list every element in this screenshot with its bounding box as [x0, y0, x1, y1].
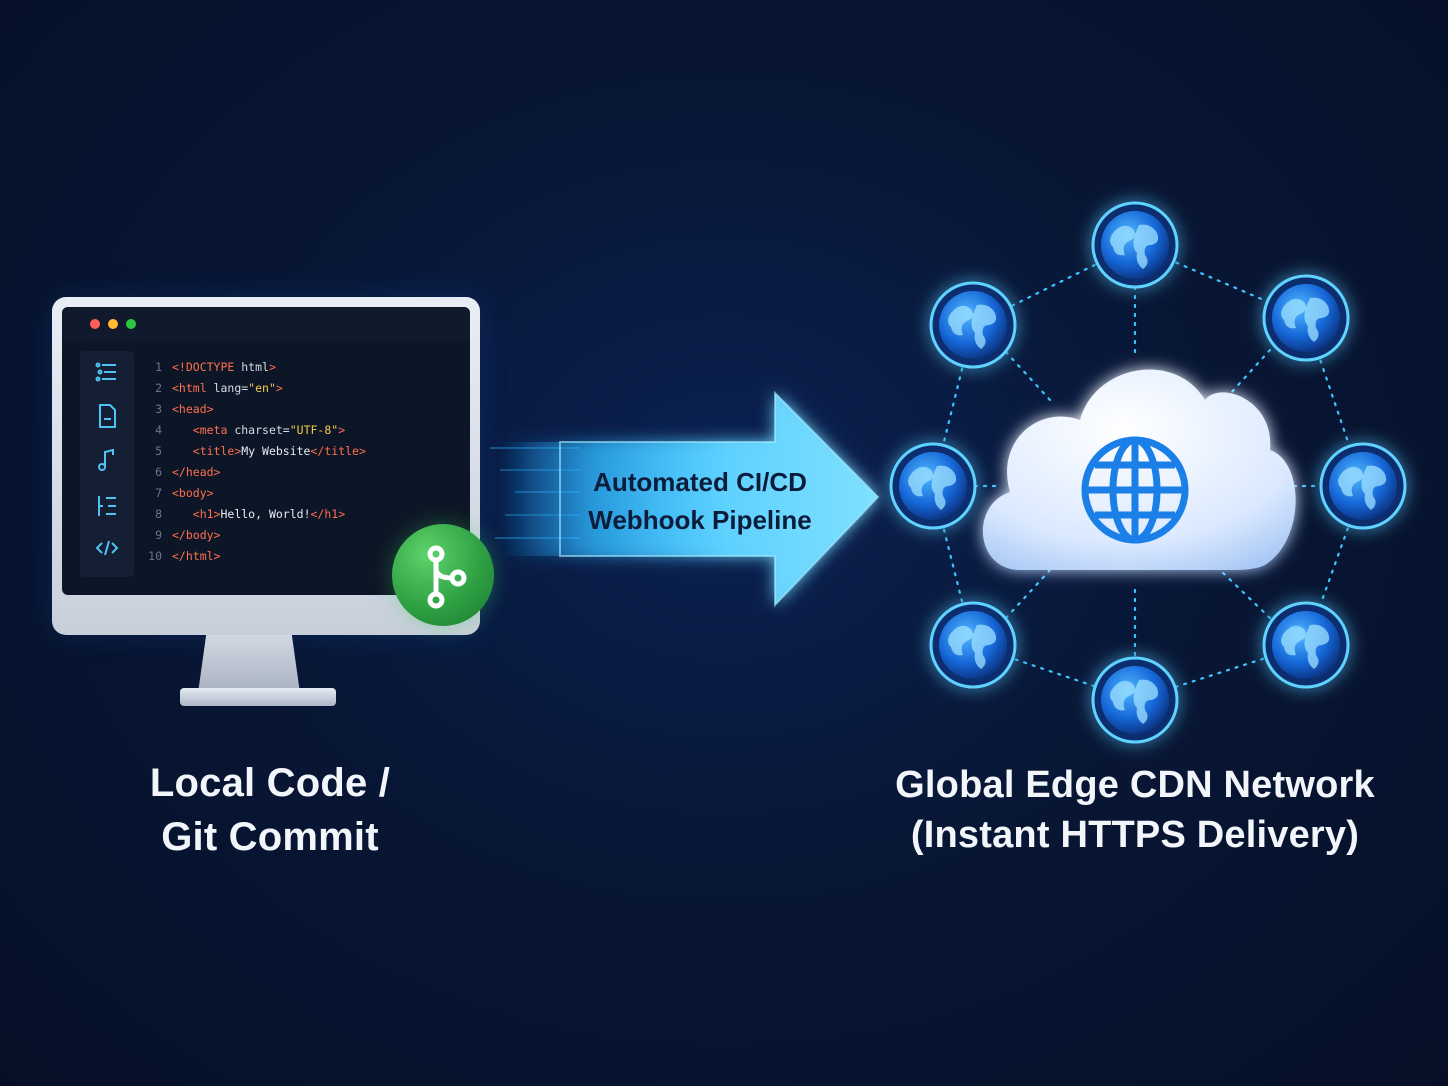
- code-icon: [95, 540, 119, 556]
- destination-label-line1: Global Edge CDN Network: [895, 764, 1375, 806]
- code-token: "UTF-8": [289, 423, 339, 437]
- git-branch-badge: [392, 524, 494, 626]
- source-label-line1: Local Code /: [149, 761, 391, 805]
- code-token: <title>: [192, 444, 242, 458]
- pipeline-arrow: [490, 390, 880, 608]
- monitor-stand: [198, 635, 300, 693]
- code-token: lang=: [213, 381, 249, 395]
- code-token: <body>: [172, 486, 214, 500]
- code-token: >: [275, 381, 283, 395]
- code-token: [172, 444, 193, 458]
- code-line: 3 <head>: [142, 399, 366, 420]
- code-token: charset=: [234, 423, 290, 437]
- code-token: My Website: [241, 444, 311, 458]
- destination-label-line2: (Instant HTTPS Delivery): [910, 814, 1360, 856]
- code-line: 9 </body>: [142, 525, 366, 546]
- code-token: </body>: [172, 528, 221, 542]
- code-token: "en": [248, 381, 276, 395]
- line-number: 4: [155, 423, 162, 437]
- pipeline-label-line2: Webhook Pipeline: [588, 505, 812, 535]
- computer-monitor: 1<!DOCTYPE html>2<html lang="en">3<head>…: [52, 297, 480, 635]
- pipeline-label: Automated CI/CD Webhook Pipeline: [562, 463, 838, 539]
- line-number: 3: [155, 402, 162, 416]
- line-number: 2: [155, 381, 162, 395]
- music-note-icon: [98, 448, 114, 471]
- globe-icon: [1091, 201, 1179, 289]
- minimize-dot-icon: [108, 319, 118, 329]
- maximize-dot-icon: [126, 319, 136, 329]
- code-line: 5 <title>My Website</title>: [142, 441, 366, 462]
- list-icon: [95, 362, 116, 382]
- globe-icon: [929, 281, 1017, 369]
- code-lines: 1<!DOCTYPE html>2<html lang="en">3<head>…: [142, 357, 366, 567]
- cloud-globe-icon: [982, 369, 1296, 570]
- code-token: </html>: [172, 549, 221, 563]
- monitor-base: [180, 688, 336, 706]
- code-line: 4 <meta charset="UTF-8">: [142, 420, 366, 441]
- code-token: >: [338, 423, 346, 437]
- code-token: html: [241, 360, 269, 374]
- code-line: 7 <body>: [142, 483, 366, 504]
- close-dot-icon: [90, 319, 100, 329]
- code-line: 6 </head>: [142, 462, 366, 483]
- code-token: <meta: [192, 423, 235, 437]
- code-token: <html: [172, 381, 214, 395]
- globe-icon: [1091, 656, 1179, 744]
- source-label-line2: Git Commit: [161, 815, 379, 859]
- line-number: 1: [155, 360, 162, 374]
- line-number: 7: [155, 486, 162, 500]
- code-token: >: [268, 360, 276, 374]
- code-token: [172, 423, 193, 437]
- globe-icon: [1262, 274, 1350, 362]
- code-line: 1 <!DOCTYPE html>: [142, 357, 366, 378]
- line-number: 10: [148, 549, 162, 563]
- code-token: </h1>: [310, 507, 346, 521]
- editor-titlebar: [62, 307, 470, 341]
- line-number: 9: [155, 528, 162, 542]
- code-token: </title>: [310, 444, 366, 458]
- globe-icon: [1319, 442, 1407, 530]
- branch-list-icon: [98, 496, 116, 516]
- git-branch-icon: [427, 545, 467, 609]
- line-number: 8: [155, 507, 162, 521]
- source-label: Local Code / Git Commit: [90, 756, 450, 864]
- line-number: 5: [155, 444, 162, 458]
- code-token: [172, 507, 193, 521]
- code-line: 8 <h1>Hello, World!</h1>: [142, 504, 366, 525]
- globe-icon: [929, 601, 1017, 689]
- code-token: <h1>: [192, 507, 221, 521]
- center-globe-icon: [1081, 436, 1189, 544]
- globe-icon: [1262, 601, 1350, 689]
- globe-icon: [889, 442, 977, 530]
- code-token: </head>: [172, 465, 221, 479]
- code-token: Hello, World!: [220, 507, 311, 521]
- line-number: 6: [155, 465, 162, 479]
- destination-label: Global Edge CDN Network (Instant HTTPS D…: [880, 760, 1390, 860]
- code-editor: 1<!DOCTYPE html>2<html lang="en">3<head>…: [62, 307, 470, 595]
- editor-sidebar: [80, 351, 134, 577]
- code-token: <head>: [172, 402, 214, 416]
- code-token: <!DOCTYPE: [172, 360, 242, 374]
- pipeline-label-line1: Automated CI/CD: [593, 467, 807, 497]
- file-icon: [99, 404, 116, 428]
- code-line: 2 <html lang="en">: [142, 378, 366, 399]
- code-line: 10 </html>: [142, 546, 366, 567]
